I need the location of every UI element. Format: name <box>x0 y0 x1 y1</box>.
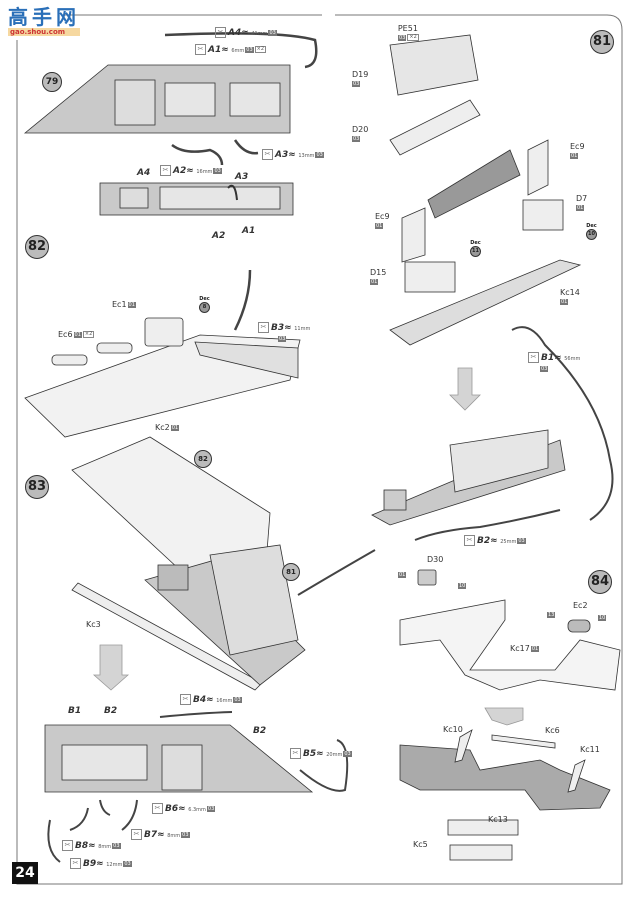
site-logo: 高手网 gao.shou.com <box>8 6 80 36</box>
part-label-kc6: Kc6 <box>545 726 560 735</box>
step80-hull-side <box>23 32 318 216</box>
step84-assembly <box>399 569 621 861</box>
scissors-icon: ✂ <box>290 748 301 759</box>
callout-b2-right: B2 <box>253 726 267 736</box>
scissors-icon: ✂ <box>70 858 81 869</box>
part-label-kc10: Kc10 <box>443 725 463 734</box>
callout-a2: A2 <box>212 231 226 241</box>
logo-subtext: gao.shou.com <box>8 28 80 36</box>
logo-text: 高手网 <box>8 5 80 29</box>
part-tag-ec2-a: 13 <box>547 611 556 618</box>
part-tag-ec2-b: 10 <box>598 614 607 621</box>
part-label-kc11: Kc11 <box>580 745 600 754</box>
part-label-kc13: Kc13 <box>488 815 508 824</box>
step85-hull-side <box>44 711 349 863</box>
ref-badge-81: 81 <box>282 563 300 581</box>
scissors-icon: ✂ <box>528 352 539 363</box>
part-tag-d30-a: 01 <box>398 571 407 578</box>
step83-assembly <box>71 436 376 691</box>
scissors-icon: ✂ <box>160 165 171 176</box>
scissors-icon: ✂ <box>215 27 226 38</box>
scissors-icon: ✂ <box>131 829 142 840</box>
ref-badge-82: 82 <box>194 450 212 468</box>
step-badge-81: 81 <box>590 30 614 54</box>
scissors-icon: ✂ <box>464 535 475 546</box>
part-label-kc5: Kc5 <box>413 840 428 849</box>
part-label-kc3: Kc3 <box>86 620 101 629</box>
scissors-icon: ✂ <box>258 322 269 333</box>
scissors-icon: ✂ <box>262 149 273 160</box>
page-frame <box>16 14 623 885</box>
step-badge-84: 84 <box>588 570 612 594</box>
callout-a4: A4 <box>137 168 151 178</box>
step-badge-83: 83 <box>25 475 49 499</box>
part-label-ec2: Ec2 <box>573 601 588 610</box>
part-tag-d30-b: 10 <box>458 582 467 589</box>
step82-panel <box>24 269 301 438</box>
callout-a1: A1 <box>242 226 256 236</box>
scissors-icon: ✂ <box>62 840 73 851</box>
step81-result <box>371 429 566 541</box>
callout-b2: B2 <box>104 706 118 716</box>
scissors-icon: ✂ <box>180 694 191 705</box>
step-badge-82: 82 <box>25 235 49 259</box>
callout-b1: B1 <box>68 706 82 716</box>
callout-a3: A3 <box>235 172 249 182</box>
step81-assembly <box>389 34 614 521</box>
scissors-icon: ✂ <box>195 44 206 55</box>
page-number: 24 <box>12 862 38 884</box>
scissors-icon: ✂ <box>152 803 163 814</box>
ref-badge-79: 79 <box>42 72 62 92</box>
part-label-d30: D30 <box>427 555 444 564</box>
